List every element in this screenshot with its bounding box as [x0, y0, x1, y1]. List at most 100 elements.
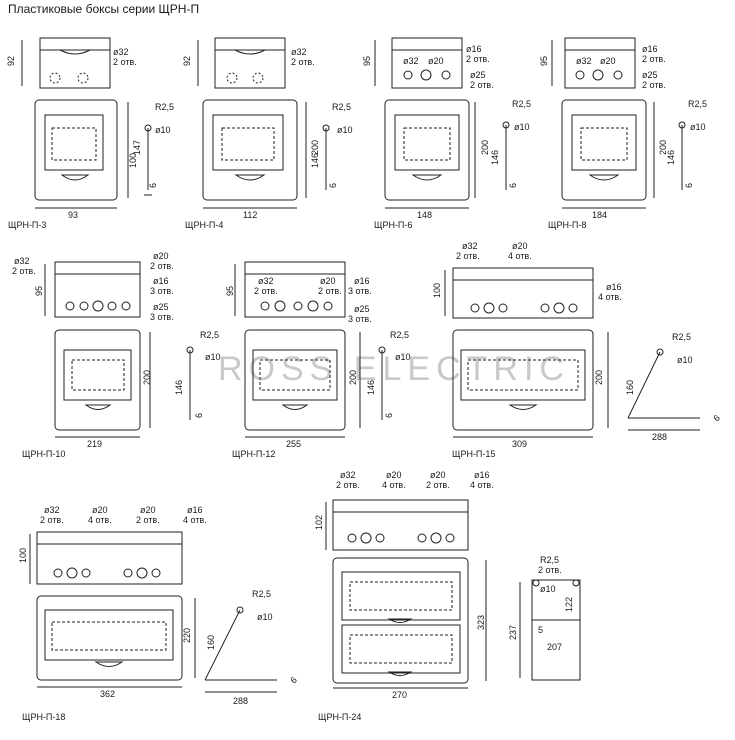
- page-title: Пластиковые боксы серии ЩРН-П: [8, 2, 200, 16]
- dim-width: 309: [512, 439, 527, 449]
- mount-hole: ø10: [514, 122, 530, 132]
- mount-hole: ø10: [677, 355, 693, 365]
- callout-text: ø20: [320, 276, 336, 286]
- dim-width: 219: [87, 439, 102, 449]
- mount-gap: 6: [711, 413, 722, 424]
- mount-radius: R2,5: [672, 332, 691, 342]
- callout-text: ø32: [113, 47, 129, 57]
- mount-gap: 6: [194, 413, 204, 418]
- dim-height: 323: [476, 615, 486, 630]
- mount-gap: 6: [508, 183, 518, 188]
- box-name: ЩРН-П-24: [318, 712, 361, 722]
- callout-text: ø32: [403, 56, 419, 66]
- dim-width: 112: [243, 210, 257, 220]
- box-shrn-p-24: [325, 499, 581, 689]
- box-shrn-p-6: [374, 37, 510, 209]
- dim-width: 255: [286, 439, 301, 449]
- callout-text: ø16: [474, 470, 490, 480]
- watermark: ROSS ELECTRIC: [218, 350, 570, 388]
- mount-radius: R2,5: [155, 102, 174, 112]
- callout-text: ø16: [153, 276, 169, 286]
- mount-hole: ø10: [155, 125, 171, 135]
- callout-text: 3 отв.: [150, 312, 174, 322]
- callout-text: 3 отв.: [150, 286, 174, 296]
- mount-hole: ø10: [337, 125, 353, 135]
- box-name: ЩРН-П-8: [548, 220, 586, 230]
- callout-text: 2 отв.: [40, 515, 64, 525]
- mount-radius: R2,5: [688, 99, 707, 109]
- callout-text: 2 отв.: [12, 266, 36, 276]
- mount-count: 2 отв.: [538, 565, 562, 575]
- dim-depth: 100: [18, 548, 28, 563]
- callout-text: 3 отв.: [348, 314, 372, 324]
- mount-gap: 6: [684, 183, 694, 188]
- callout-text: 2 отв.: [150, 261, 174, 271]
- mount-vertical: 100: [128, 153, 138, 168]
- dim-depth: 92: [6, 56, 16, 66]
- callout-text: ø16: [466, 44, 482, 54]
- box-shrn-p-18-labels: ø32 2 отв. ø20 4 отв. ø20 2 отв. ø16 4 о…: [18, 505, 299, 722]
- callout-text: 4 отв.: [598, 292, 622, 302]
- callout-text: ø20: [430, 470, 446, 480]
- box-shrn-p-15-labels: ø32 2 отв. ø20 4 отв. ø16 4 отв. 100 200…: [432, 241, 722, 459]
- callout-text: ø32: [14, 256, 30, 266]
- dim-depth: 95: [362, 56, 372, 66]
- mount-vertical: 160: [206, 635, 216, 650]
- callout-text: 2 отв.: [136, 515, 160, 525]
- callout-text: 4 отв.: [508, 251, 532, 261]
- callout-text: 2 отв.: [318, 286, 342, 296]
- callout-text: ø16: [642, 44, 658, 54]
- box-shrn-p-12: [234, 261, 386, 438]
- callout-text: ø32: [340, 470, 356, 480]
- callout-text: 4 отв.: [470, 480, 494, 490]
- dim-height: 200: [142, 370, 152, 385]
- callout-text: 2 отв.: [254, 286, 278, 296]
- callout-text: 4 отв.: [88, 515, 112, 525]
- callout-text: 2 отв.: [466, 54, 490, 64]
- mount-vertical: 146: [174, 380, 184, 395]
- mount-gap: 6: [384, 413, 394, 418]
- callout-text: 4 отв.: [183, 515, 207, 525]
- dim-depth: 95: [539, 56, 549, 66]
- callout-text: ø20: [92, 505, 108, 515]
- mount-radius: R2,5: [332, 102, 351, 112]
- box-name: ЩРН-П-15: [452, 449, 495, 459]
- mount-gap: 6: [288, 675, 299, 686]
- dim-height: 220: [182, 628, 192, 643]
- mount-vertical: 146: [666, 150, 676, 165]
- dim-depth: 102: [314, 515, 324, 530]
- callout-text: ø32: [576, 56, 592, 66]
- dim-depth: 92: [182, 56, 192, 66]
- dim-width: 362: [100, 689, 115, 699]
- callout-text: ø25: [153, 302, 169, 312]
- mount-vertical: 237: [508, 625, 518, 640]
- mount-vertical: 146: [366, 380, 376, 395]
- box-shrn-p-18: [29, 531, 277, 693]
- dim-depth: 100: [432, 283, 442, 298]
- mount-hole: ø10: [395, 352, 411, 362]
- box-shrn-p-6-labels: ø16 2 отв. ø32 ø20 ø25 2 отв. 95 200 148…: [362, 44, 531, 230]
- callout-text: ø32: [291, 47, 307, 57]
- mount-radius: R2,5: [390, 330, 409, 340]
- dim-height: 200: [594, 370, 604, 385]
- callout-text: ø25: [642, 70, 658, 80]
- callout-text: ø32: [258, 276, 274, 286]
- callout-text: 2 отв.: [642, 54, 666, 64]
- box-name: ЩРН-П-3: [8, 220, 46, 230]
- callout-text: ø32: [462, 241, 478, 251]
- box-shrn-p-15: [444, 267, 700, 438]
- callout-text: ø20: [428, 56, 444, 66]
- dim-width: 184: [592, 210, 607, 220]
- box-shrn-p-8: [551, 37, 686, 209]
- mount-hole: ø10: [540, 584, 556, 594]
- box-shrn-p-4-labels: ø32 2 отв. 92 200 112 R2,5 ø10 146 6 ЩРН…: [182, 47, 353, 230]
- callout-text: ø20: [140, 505, 156, 515]
- callout-text: 2 отв.: [113, 57, 137, 67]
- mount-gap: 5: [538, 625, 543, 635]
- dim-height: 147: [132, 140, 142, 155]
- callout-text: 2 отв.: [426, 480, 450, 490]
- mount-vertical: 146: [310, 153, 320, 168]
- callout-text: ø20: [600, 56, 616, 66]
- mount-hole: ø10: [205, 352, 221, 362]
